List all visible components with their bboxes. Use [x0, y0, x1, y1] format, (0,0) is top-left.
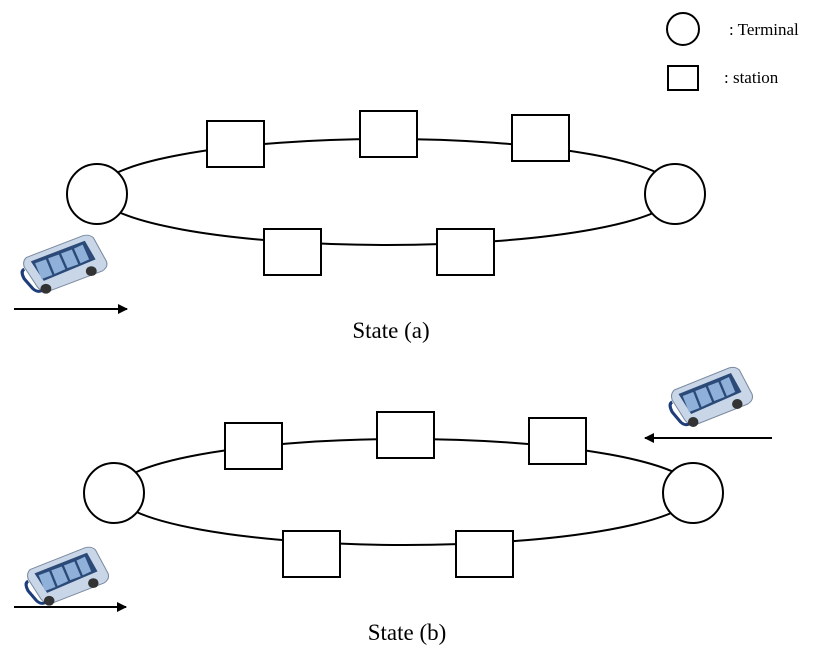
- station-bottom-1: [282, 530, 341, 578]
- bus-icon: [24, 545, 111, 608]
- station-top-3: [528, 417, 587, 465]
- terminal-left: [66, 163, 128, 225]
- caption-state-b: State (b): [368, 620, 447, 645]
- caption-state-a: State (a): [352, 318, 429, 343]
- terminal-circle-icon: [666, 12, 700, 46]
- legend-station-label: : station: [724, 68, 779, 87]
- station-top-1: [206, 120, 265, 168]
- station-bottom-2: [436, 228, 495, 276]
- bus-icon: [668, 365, 755, 429]
- station-top-1: [224, 422, 283, 470]
- station-bottom-1: [263, 228, 322, 276]
- station-top-3: [511, 114, 570, 162]
- terminal-right: [662, 462, 724, 524]
- station-square-icon: [667, 65, 699, 91]
- diagram-state-b: State (b): [14, 365, 772, 645]
- station-top-2: [359, 110, 418, 158]
- legend: : Terminal : station: [666, 12, 799, 91]
- terminal-right: [644, 163, 706, 225]
- legend-terminal-label: : Terminal: [729, 20, 799, 39]
- station-bottom-2: [455, 530, 514, 578]
- station-top-2: [376, 411, 435, 459]
- bus-icon: [20, 233, 109, 296]
- terminal-left: [83, 462, 145, 524]
- diagram-state-a: State (a): [14, 110, 706, 343]
